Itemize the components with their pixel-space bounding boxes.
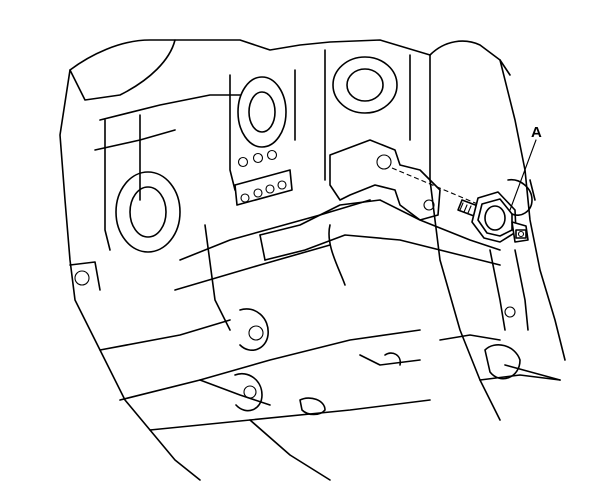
callout-a-label: A xyxy=(531,124,542,141)
mounting-bracket xyxy=(259,139,501,286)
engine-block xyxy=(59,39,511,481)
callout-a-leader-line xyxy=(509,139,537,211)
callout-a: A xyxy=(509,124,542,211)
knock-sensor-assembly xyxy=(391,167,533,243)
right-block-section xyxy=(429,54,566,421)
